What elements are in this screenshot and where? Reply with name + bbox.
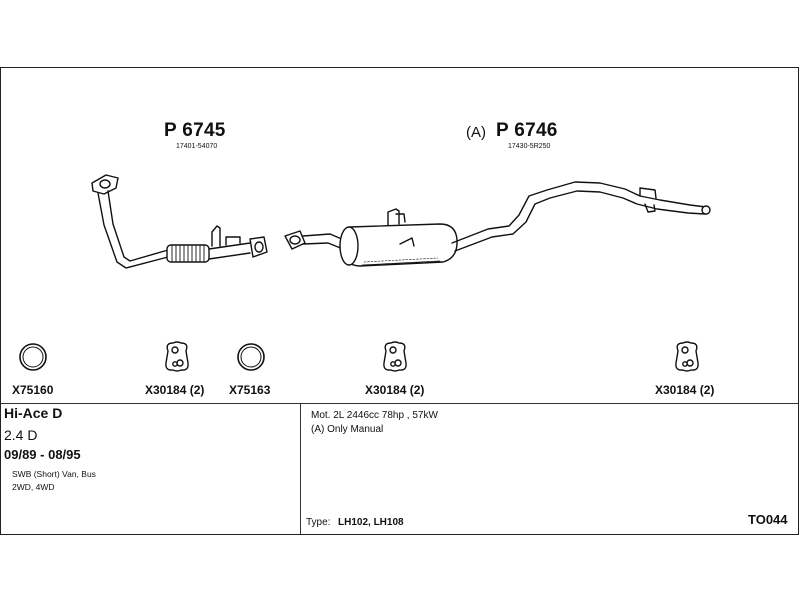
vehicle-engine: 2.4 D — [4, 427, 38, 443]
divider-vertical — [300, 403, 301, 534]
engine-spec-note: Mot. 2L 2446cc 78hp , 57kW — [311, 410, 438, 421]
rubber-hanger-icon — [165, 341, 189, 372]
rubber-hanger-icon — [383, 341, 407, 372]
rear-section-oem-number: 17430-5R250 — [508, 143, 551, 150]
front-pipe-drawing — [91, 174, 268, 269]
vehicle-body-types: SWB (Short) Van, Bus — [12, 469, 96, 479]
vehicle-drive-types: 2WD, 4WD — [12, 482, 55, 492]
accessory-label: X30184 (2) — [655, 383, 715, 397]
front-pipe-part-number: P 6745 — [164, 120, 226, 141]
accessory-label: X30184 (2) — [365, 383, 425, 397]
rear-section-drawing — [284, 181, 711, 267]
catalog-code: TO044 — [748, 512, 788, 527]
rear-section-variant-prefix: (A) — [466, 124, 486, 141]
accessory-label: X75160 — [12, 383, 54, 397]
rubber-hanger-icon — [675, 341, 699, 372]
front-pipe-oem-number: 17401-54070 — [176, 143, 218, 150]
type-value: LH102, LH108 — [338, 517, 404, 528]
vehicle-years: 09/89 - 08/95 — [4, 447, 81, 462]
type-label: Type: — [306, 517, 331, 528]
ring-gasket-icon — [19, 343, 47, 371]
divider-horizontal — [1, 403, 798, 404]
rear-section-part-number: P 6746 — [496, 120, 558, 141]
vehicle-model: Hi-Ace D — [4, 405, 63, 421]
diagram-frame — [0, 67, 799, 535]
accessory-label: X30184 (2) — [145, 383, 205, 397]
manual-only-note: (A) Only Manual — [311, 424, 384, 435]
accessory-label: X75163 — [229, 383, 271, 397]
ring-gasket-icon — [237, 343, 265, 371]
